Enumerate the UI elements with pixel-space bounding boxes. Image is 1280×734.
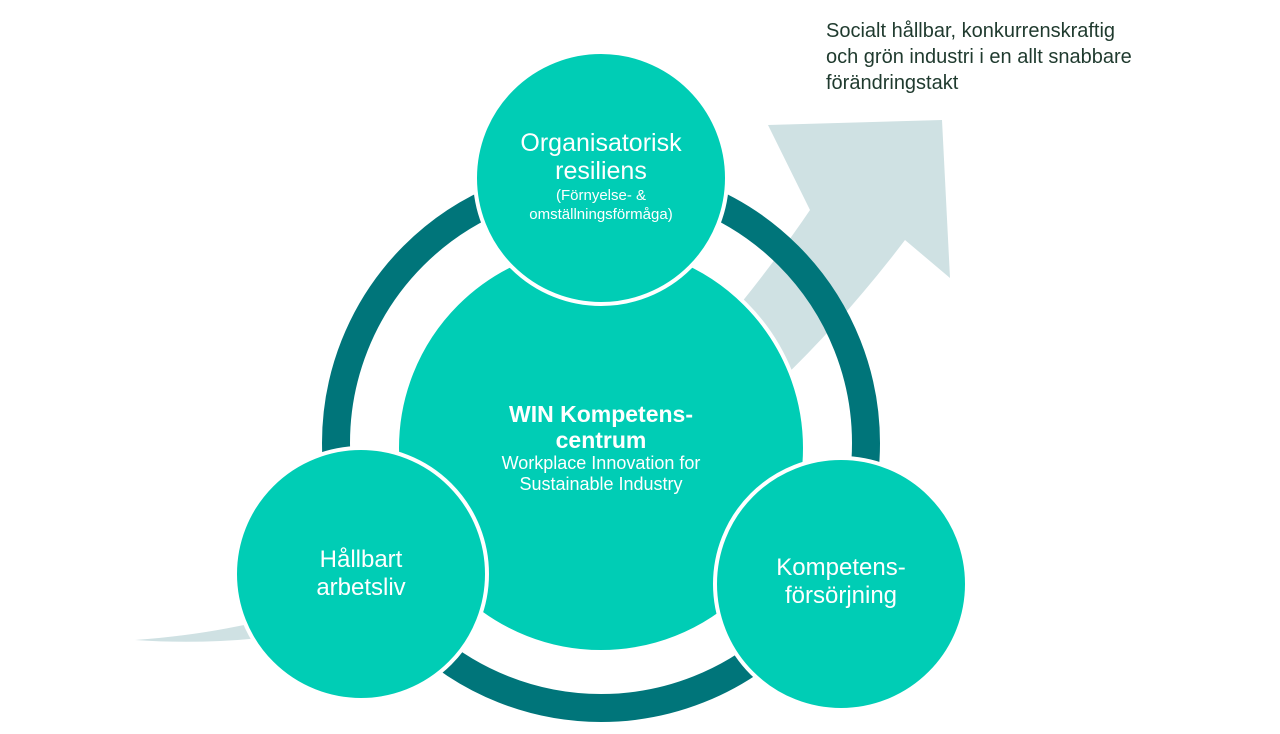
node-circle-top <box>473 50 729 306</box>
node-circle-left <box>233 446 489 702</box>
node-right-line-2: försörjning <box>784 582 898 609</box>
goal-line-2: och grön industri i en allt snabbare <box>826 46 1132 68</box>
center-label-win: WIN Kompetens- centrum Workplace Innovat… <box>451 401 751 495</box>
goal-line-1: Socialt hållbar, konkurrenskraftig <box>826 20 1116 42</box>
node-top-sub-line-1: (Förnyelse- & <box>555 187 647 204</box>
goal-statement: Socialt hållbar, konkurrenskraftig och g… <box>826 18 1226 96</box>
node-left-line-2: arbetsliv <box>316 574 406 601</box>
node-top-title-line-1: Organisatorisk <box>520 129 682 157</box>
node-label-competence-supply: Kompetens- försörjning <box>741 554 941 610</box>
node-circle-right <box>713 456 969 712</box>
node-top-title-line-2: resiliens <box>555 157 647 185</box>
center-sub-line-1: Workplace Innovation for <box>501 453 701 473</box>
node-label-sustainable-worklife: Hållbart arbetsliv <box>261 546 461 602</box>
goal-line-3: förändringstakt <box>826 72 959 94</box>
center-sub-line-2: Sustainable Industry <box>519 474 683 494</box>
node-right-line-1: Kompetens- <box>776 554 906 581</box>
center-title-line-2: centrum <box>555 427 647 453</box>
center-title-line-1: WIN Kompetens- <box>509 401 693 427</box>
node-label-organisational-resilience: Organisatorisk resiliens (Förnyelse- & o… <box>491 129 711 223</box>
node-top-sub-line-2: omställningsförmåga) <box>529 206 673 223</box>
node-left-line-1: Hållbart <box>319 546 403 573</box>
